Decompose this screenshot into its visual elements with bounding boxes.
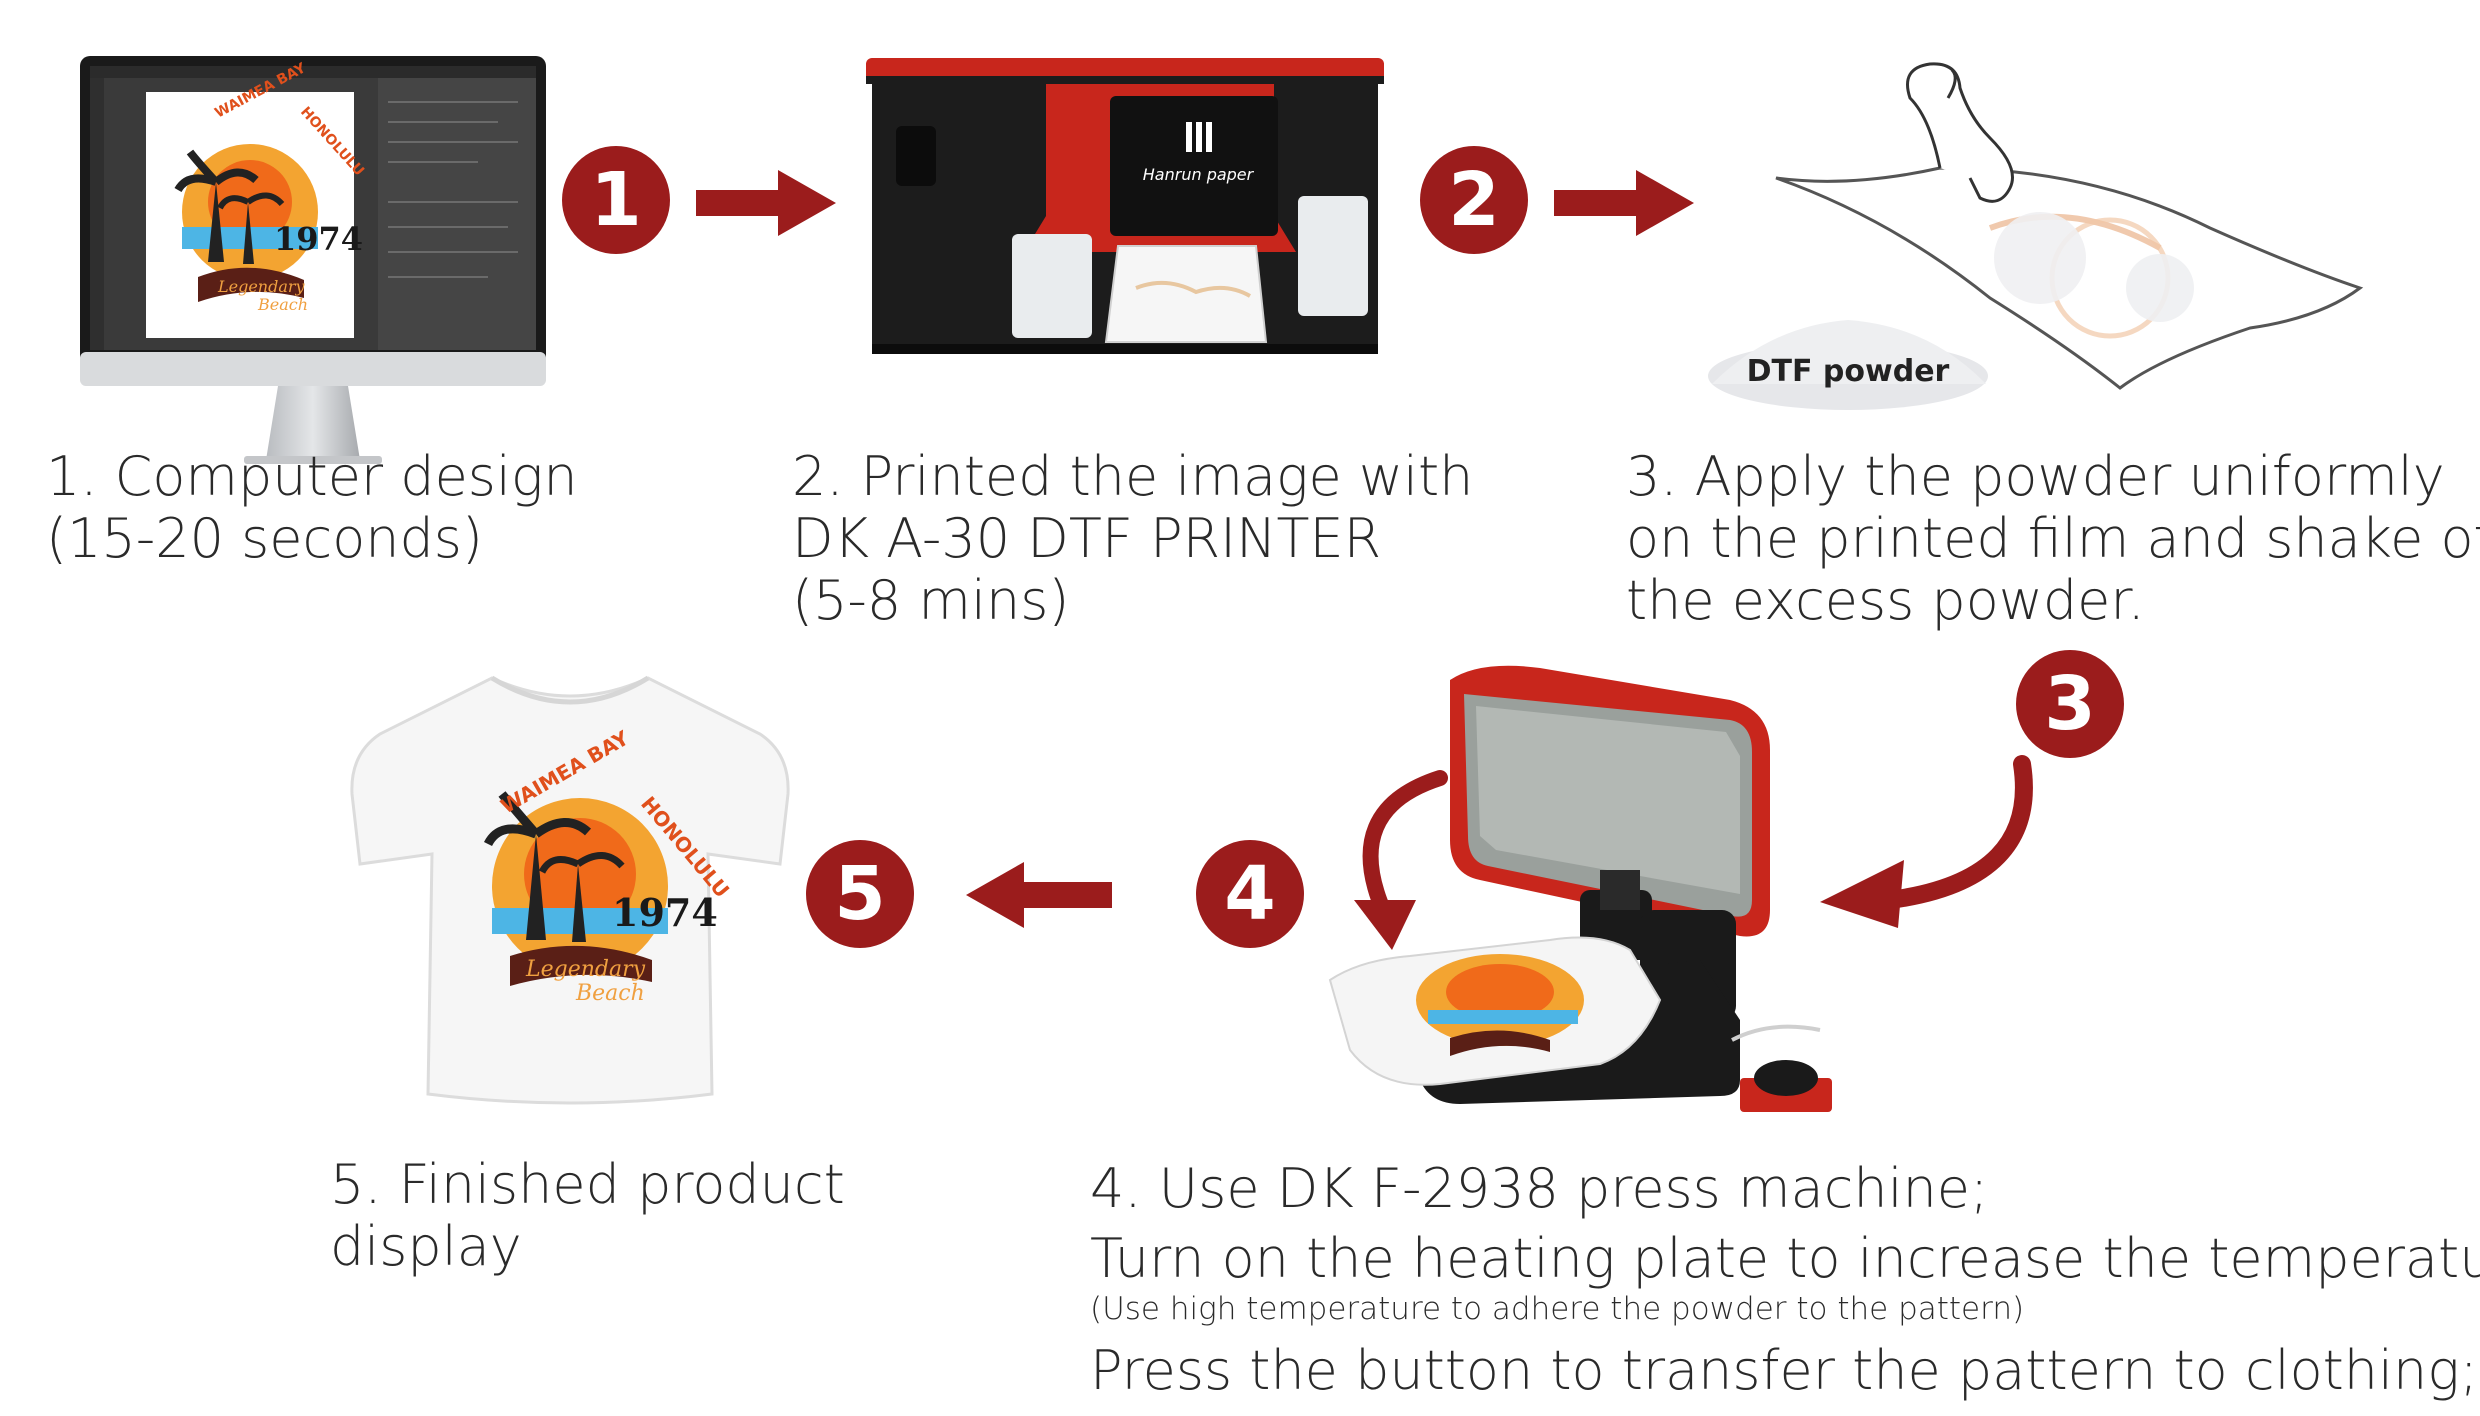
svg-text:Legendary: Legendary (217, 277, 306, 296)
svg-text:Beach: Beach (257, 295, 308, 314)
powder-illustration: DTF powder (1690, 58, 2380, 418)
step-badge-4: 4 (1196, 840, 1304, 948)
printer-brand: Hanrun paper (1143, 165, 1255, 184)
arrow-right-2 (1554, 170, 1694, 236)
step-badge-2: 2 (1420, 146, 1528, 254)
caption-step2-line2: DK A-30 DTF PRINTER (792, 507, 1382, 570)
powder-film-icon: DTF powder (1708, 62, 2364, 410)
step-badge-1: 1 (562, 146, 670, 254)
caption-step1-line1: 1. Computer design (46, 445, 578, 508)
caption-step4-note: (Use high temperature to adhere the powd… (1090, 1291, 2025, 1327)
tshirt-icon: 1974 WAIMEA BAY HONOLULU Legendary Beach (350, 675, 790, 1105)
monitor-illustration: 1974 WAIMEA BAY HONOLULU Legendary Beach (78, 52, 548, 464)
caption-step1: 1. Computer design (15-20 seconds) (46, 446, 578, 570)
caption-step3: 3. Apply the powder uniformly on the pri… (1626, 446, 2480, 632)
monitor-icon: 1974 WAIMEA BAY HONOLULU Legendary Beach (80, 56, 546, 464)
caption-step3-line2: on the printed film and shake off (1626, 507, 2480, 570)
design-year: 1974 (274, 220, 363, 258)
arrow-right-1 (696, 170, 836, 236)
step-badge-5: 5 (806, 840, 914, 948)
printer-illustration: Hanrun paper (866, 56, 1386, 356)
tshirt-illustration: 1974 WAIMEA BAY HONOLULU Legendary Beach (340, 664, 800, 1114)
printer-logo (1186, 122, 1212, 152)
caption-step2-line3: (5-8 mins) (792, 569, 1070, 632)
arrow-left-4 (966, 862, 1112, 928)
heat-press-icon (1328, 665, 1832, 1112)
caption-step2-line1: 2. Printed the image with (792, 445, 1474, 508)
caption-step4-line1: 4. Use DK F-2938 press machine; (1090, 1157, 1989, 1220)
caption-step3-line1: 3. Apply the powder uniformly (1626, 445, 2445, 508)
caption-step5: 5. Finished product display (330, 1154, 845, 1278)
caption-step5-line2: display (330, 1215, 522, 1278)
caption-step3-line3: the excess powder. (1626, 569, 2145, 632)
tshirt-design-script1: Legendary (525, 957, 646, 982)
printer-icon: Hanrun paper (866, 58, 1384, 354)
powder-label: DTF powder (1747, 354, 1950, 389)
caption-step2: 2. Printed the image with DK A-30 DTF PR… (792, 446, 1473, 632)
caption-step5-line1: 5. Finished product (330, 1153, 845, 1216)
tshirt-design-script2: Beach (575, 981, 645, 1006)
press-illustration (1300, 660, 1860, 1120)
caption-step4: 4. Use DK F-2938 press machine; Turn on … (1090, 1154, 2480, 1406)
step-badge-3: 3 (2016, 650, 2124, 758)
tshirt-design-year: 1974 (612, 890, 718, 935)
caption-step1-line2: (15-20 seconds) (46, 507, 483, 570)
caption-step4-line2: Turn on the heating plate to increase th… (1090, 1227, 2480, 1290)
caption-step4-line3: Press the button to transfer the pattern… (1090, 1339, 2478, 1402)
press-shirt-design (1416, 954, 1584, 1056)
arrow-curved-3 (1820, 755, 2033, 928)
